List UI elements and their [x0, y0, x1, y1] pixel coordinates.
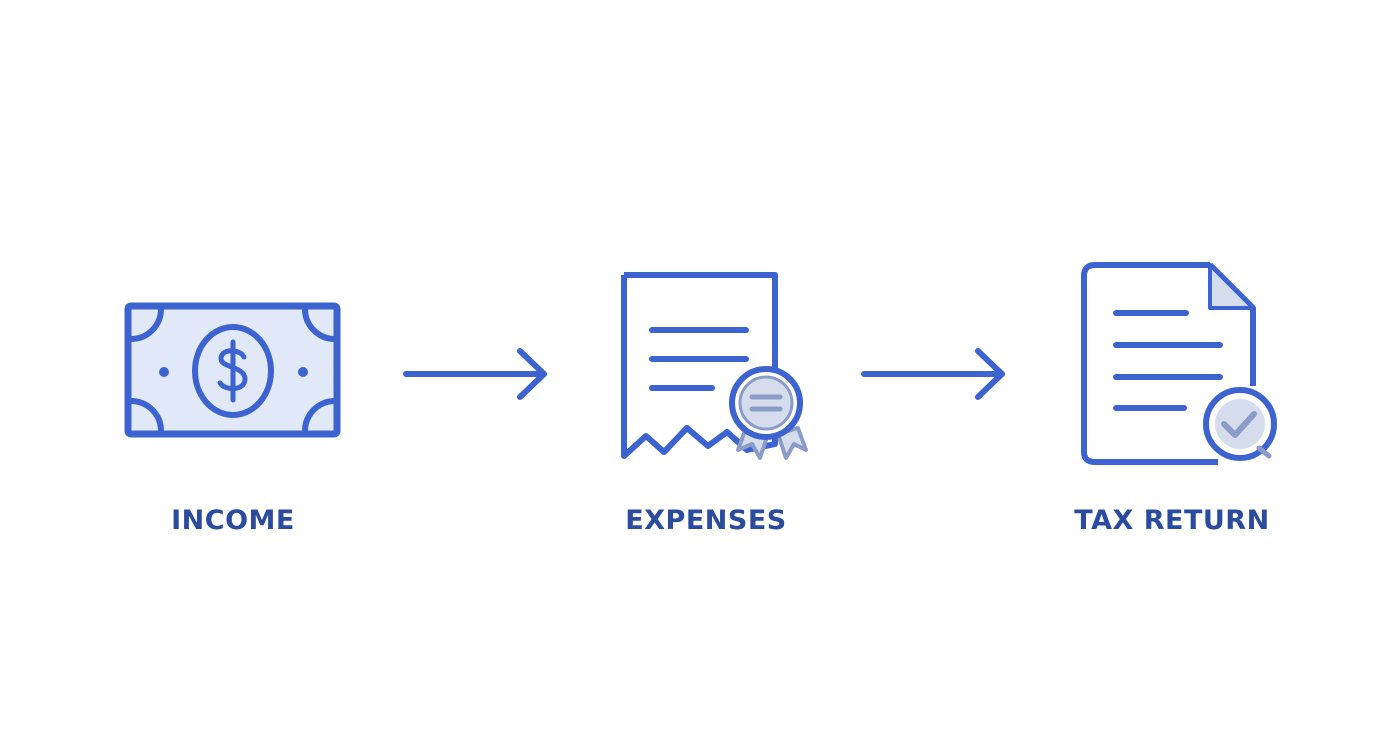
step-tax-return — [1076, 258, 1282, 470]
arrow-expenses-to-tax-return — [858, 343, 1010, 405]
arrow-right-icon — [403, 348, 547, 400]
step-tax-return-label: TAX RETURN — [1074, 505, 1270, 536]
document-check-icon — [1081, 262, 1277, 465]
check-badge-icon — [1203, 387, 1277, 461]
arrow-right-icon — [861, 348, 1005, 400]
seal-badge-icon — [729, 366, 808, 460]
step-income — [120, 296, 346, 444]
step-expenses — [616, 268, 816, 464]
arrow-income-to-expenses — [400, 343, 552, 405]
banknote-icon — [124, 302, 341, 438]
step-expenses-label: EXPENSES — [625, 505, 787, 536]
receipt-icon — [621, 272, 808, 460]
step-income-label: INCOME — [171, 505, 295, 536]
